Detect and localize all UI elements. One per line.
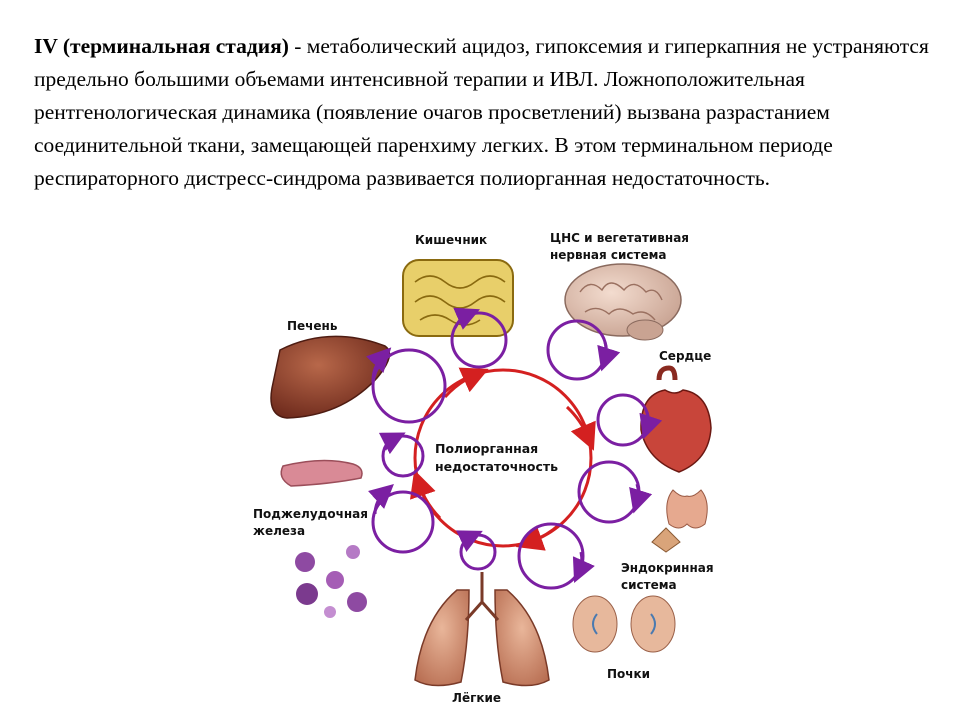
label-cns-line1: ЦНС и вегетативная xyxy=(550,231,689,245)
center-label: Полиорганная недостаточность xyxy=(435,441,558,474)
label-endocrine-line2: система xyxy=(621,578,677,592)
blood-cells-illustration xyxy=(295,545,367,618)
label-intestine: Кишечник xyxy=(415,233,487,247)
liver-illustration xyxy=(270,335,391,419)
label-cns: ЦНС и вегетативная нервная система xyxy=(550,231,693,262)
multiorgan-failure-diagram: Кишечник ЦНС и вегетативная нервная сист… xyxy=(253,231,718,705)
label-cns-line2: нервная система xyxy=(550,248,667,262)
label-pancreas-line2: железа xyxy=(253,524,305,538)
lungs-illustration xyxy=(414,572,550,687)
intestine-illustration xyxy=(402,259,514,337)
label-pancreas: Поджелудочная железа xyxy=(253,507,372,538)
label-pancreas-line1: Поджелудочная xyxy=(253,507,368,521)
stage-title: IV (терминальная стадия) xyxy=(34,34,289,58)
label-liver: Печень xyxy=(287,319,338,333)
central-arrow xyxy=(565,405,596,451)
thyroid-illustration xyxy=(651,489,708,553)
cycle-arrows xyxy=(366,307,663,583)
label-kidneys: Почки xyxy=(607,667,650,681)
central-arrow xyxy=(515,522,562,551)
paragraph-text: - метаболический ацидоз, гипоксемия и ги… xyxy=(34,34,929,190)
central-arrow xyxy=(443,367,489,399)
kidneys-illustration xyxy=(572,595,676,653)
heart-illustration xyxy=(640,365,712,473)
label-endocrine-line1: Эндокринная xyxy=(621,561,714,575)
center-label-line2: недостаточность xyxy=(435,459,558,474)
brain-illustration xyxy=(564,263,682,341)
label-endocrine: Эндокринная система xyxy=(621,561,718,592)
label-lungs: Лёгкие xyxy=(452,691,501,705)
center-label-line1: Полиорганная xyxy=(435,441,538,456)
pancreas-illustration xyxy=(280,459,363,487)
paragraph: IV (терминальная стадия) - метаболически… xyxy=(34,30,934,195)
central-circle xyxy=(413,368,593,548)
central-arrow xyxy=(410,469,442,520)
label-heart: Сердце xyxy=(659,349,711,363)
